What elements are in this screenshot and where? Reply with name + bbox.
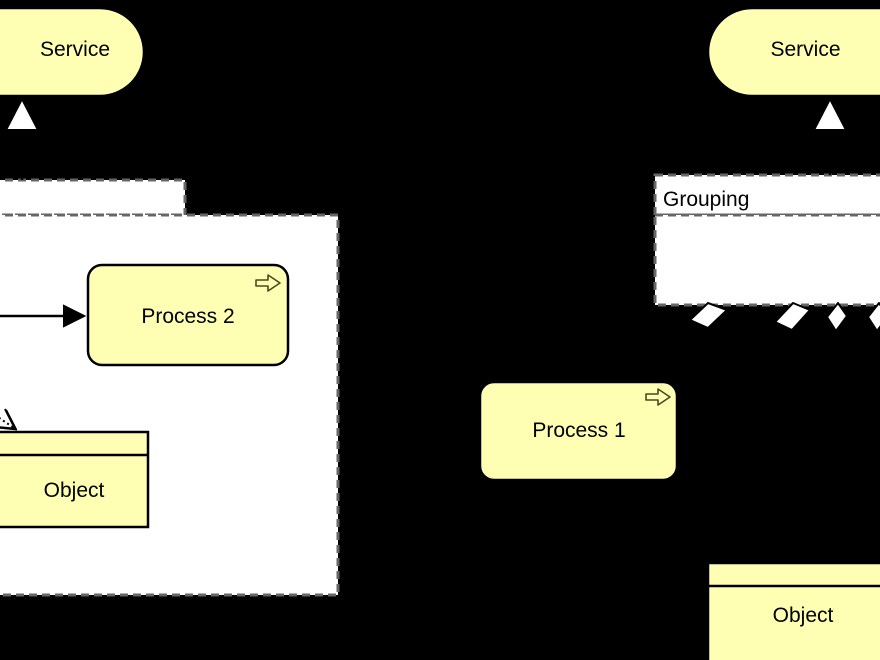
aggregation-grouping-right-to-process-1[interactable] bbox=[609, 302, 728, 389]
aggregation-grouping-right-3[interactable] bbox=[826, 302, 848, 426]
aggregation-1-line bbox=[609, 315, 698, 389]
aggregation-3-line bbox=[830, 327, 837, 426]
grouping-left-tab bbox=[0, 178, 187, 217]
realization-left-arrowhead-icon bbox=[4, 96, 40, 131]
process-arrow-icon bbox=[645, 388, 671, 406]
aggregation-4-diamond-icon bbox=[867, 302, 880, 332]
service-left-shape bbox=[0, 6, 146, 98]
aggregation-2-diamond-icon bbox=[774, 302, 811, 331]
aggregation-2-line bbox=[682, 317, 783, 549]
grouping-left[interactable] bbox=[0, 178, 340, 597]
process-1[interactable] bbox=[478, 380, 679, 482]
aggregation-4-line bbox=[872, 327, 878, 426]
process-1-shape bbox=[478, 380, 679, 482]
aggregation-3-diamond-icon bbox=[826, 302, 848, 332]
process-arrow-icon bbox=[255, 274, 281, 292]
object-left-shape bbox=[0, 430, 150, 529]
grouping-right-body bbox=[653, 213, 880, 307]
access-process-1-to-object-right[interactable] bbox=[607, 480, 697, 556]
process-2[interactable] bbox=[86, 263, 290, 367]
access-right-line bbox=[607, 480, 697, 556]
aggregation-grouping-right-to-object-right[interactable] bbox=[682, 302, 811, 549]
aggregation-1-diamond-icon bbox=[689, 302, 728, 329]
realization-grouping-right-to-service-right[interactable] bbox=[812, 96, 848, 175]
object-right-shape bbox=[706, 561, 880, 660]
service-left[interactable] bbox=[0, 6, 146, 98]
object-left[interactable] bbox=[0, 430, 150, 529]
grouping-right-tab bbox=[653, 173, 880, 217]
service-right[interactable] bbox=[706, 6, 880, 98]
grouping-right[interactable] bbox=[653, 173, 880, 307]
realization-right-arrowhead-icon bbox=[812, 96, 848, 131]
object-right[interactable] bbox=[706, 561, 880, 660]
realization-grouping-left-to-service-left[interactable] bbox=[4, 96, 40, 180]
process-2-shape bbox=[86, 263, 290, 367]
service-right-shape bbox=[706, 6, 880, 98]
aggregation-grouping-right-4[interactable] bbox=[867, 302, 880, 426]
